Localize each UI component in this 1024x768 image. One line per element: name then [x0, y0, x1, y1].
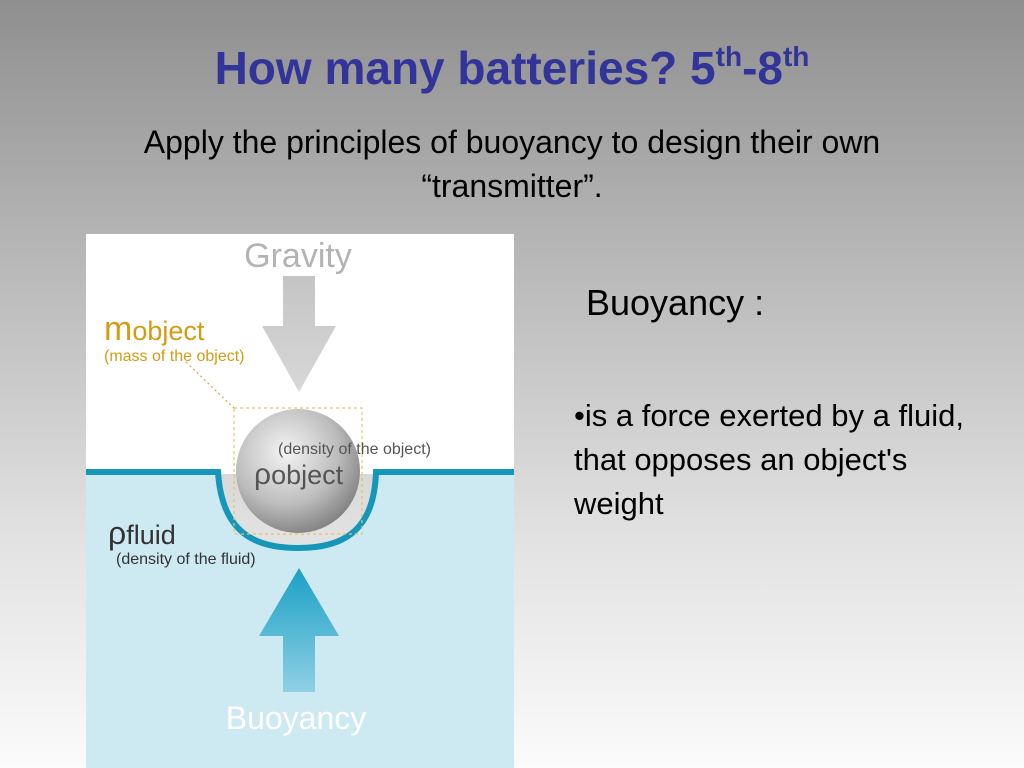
object-rho-symbol: ρ	[254, 458, 271, 491]
slide-title: How many batteries? 5th-8th	[0, 38, 1024, 98]
title-main: How many batteries? 5	[214, 42, 716, 94]
water-surface-line	[86, 469, 514, 552]
object-density-group: ρobject	[254, 458, 344, 491]
gravity-arrow	[262, 276, 336, 392]
mass-desc: (mass of the object)	[104, 348, 245, 365]
buoyancy-diagram-svg: Gravity mobject (mass of the object) (de…	[86, 234, 514, 768]
gravity-label: Gravity	[244, 237, 352, 275]
buoyancy-arrow	[259, 568, 339, 692]
buoyancy-label: Buoyancy	[226, 700, 367, 736]
fluid-density-desc: (density of the fluid)	[116, 551, 256, 568]
buoyancy-definition-bullet: •is a force exerted by a fluid, that opp…	[574, 398, 964, 521]
buoyancy-heading: Buoyancy :	[586, 282, 765, 323]
object-density-desc: (density of the object)	[278, 441, 431, 458]
title-sup-2: th	[782, 41, 810, 72]
mass-leader-line	[185, 361, 237, 411]
title-sup-1: th	[715, 41, 743, 72]
fluid-density-group: ρfluid	[108, 515, 176, 551]
object-ball	[236, 409, 360, 533]
fluid-rho-symbol: ρ	[108, 515, 126, 551]
fluid-rho-subscript: fluid	[126, 520, 176, 550]
slide-subtitle: Apply the principles of buoyancy to desi…	[143, 124, 881, 204]
mass-symbol: m	[104, 310, 132, 348]
title-mid: -8	[742, 42, 783, 94]
mass-symbol-group: mobject	[104, 310, 205, 348]
object-bounding-box	[233, 407, 363, 535]
object-rho-subscript: object	[271, 460, 344, 490]
mass-subscript: object	[132, 316, 205, 346]
buoyancy-diagram: Gravity mobject (mass of the object) (de…	[86, 234, 514, 768]
